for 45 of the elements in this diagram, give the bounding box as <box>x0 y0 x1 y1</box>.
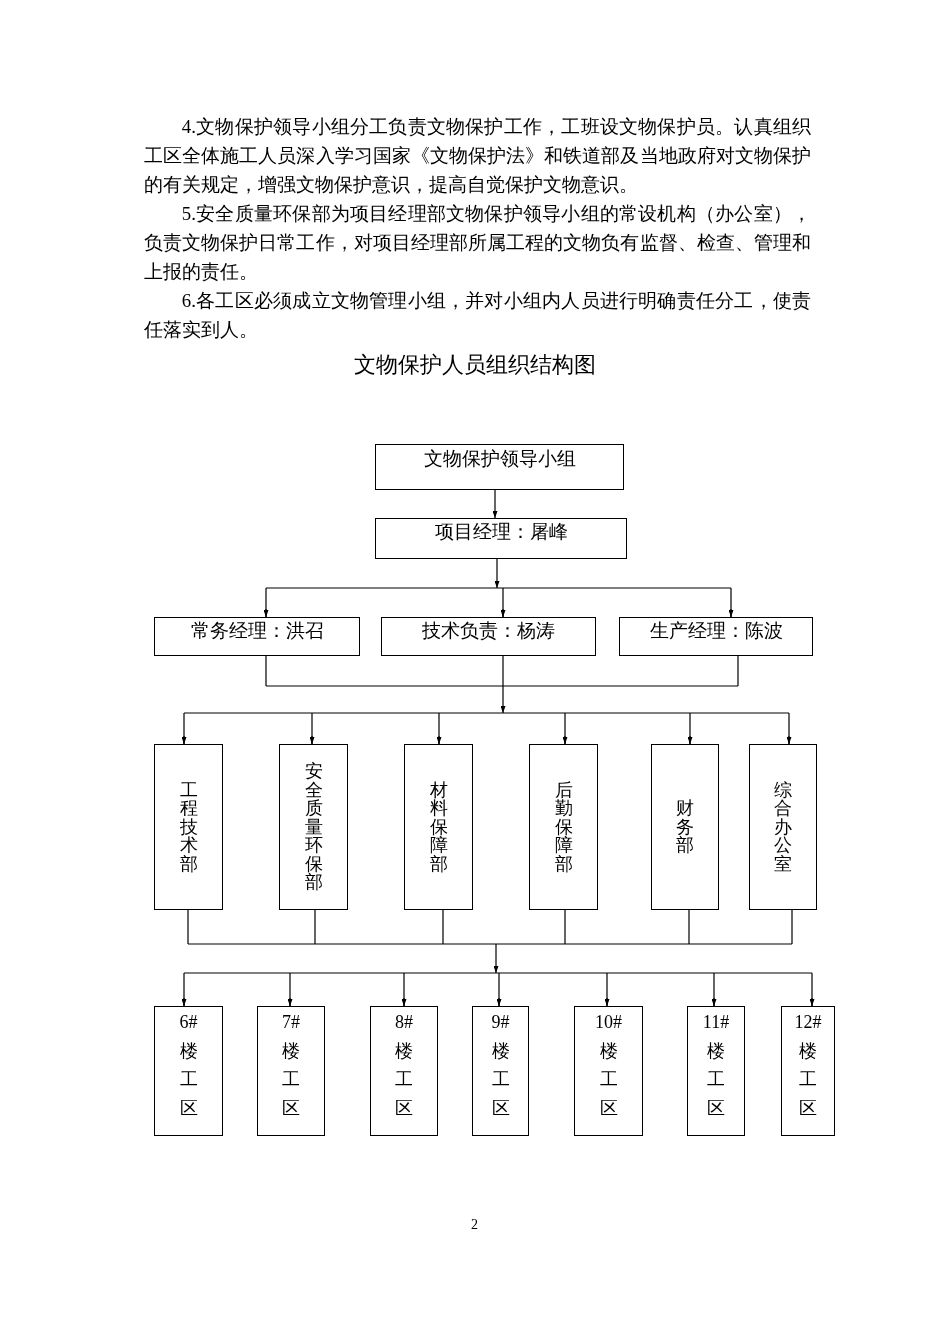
node-label: 常务经理：洪召 <box>190 620 324 642</box>
work-area-name: 11#楼工区 <box>702 1011 730 1121</box>
work-area-name: 7#楼工区 <box>282 1011 300 1121</box>
department-box <box>404 744 473 910</box>
work-area-name: 9#楼工区 <box>491 1011 510 1121</box>
work-area-box <box>574 1006 643 1136</box>
work-area-name: 10#楼工区 <box>595 1011 622 1121</box>
department-box <box>529 744 598 910</box>
work-area-box <box>257 1006 325 1136</box>
page-number: 2 <box>471 1216 478 1234</box>
paragraph: 6.各工区必须成立文物管理小组，并对小组内人员进行明确责任分工，使责任落实到人。 <box>144 289 811 342</box>
branching-arrow <box>181 909 815 1007</box>
department-name: 材料保障部 <box>429 780 448 874</box>
node-label: 项目经理：屠峰 <box>434 521 568 543</box>
node-label: 文物保护领导小组 <box>423 448 576 470</box>
org-box <box>381 617 596 656</box>
arrow <box>492 489 498 519</box>
work-area-box <box>370 1006 438 1136</box>
department-name: 安全质量环保部 <box>304 761 323 893</box>
org-box <box>154 617 360 656</box>
department-name: 综合办公室 <box>774 780 792 874</box>
diagram-title: 文物保护人员组织结构图 <box>354 351 596 379</box>
org-box <box>375 518 627 559</box>
branching-arrow <box>263 558 734 618</box>
branching-arrow <box>181 655 792 745</box>
node-label: 技术负责：杨涛 <box>422 620 555 642</box>
work-area-box <box>472 1006 529 1136</box>
work-area-box <box>687 1006 745 1136</box>
department-box <box>749 744 817 910</box>
work-area-name: 8#楼工区 <box>395 1011 413 1121</box>
work-area-box <box>781 1006 835 1136</box>
department-box <box>651 744 719 910</box>
department-box <box>279 744 348 910</box>
department-name: 工程技术部 <box>179 780 198 874</box>
work-area-box <box>154 1006 223 1136</box>
org-box <box>619 617 813 656</box>
paragraph: 5.安全质量环保部为项目经理部文物保护领导小组的常设机构（办公室），负责文物保护日常工作，对项目经理部所属工程的文物负有监督、检查、管理和上报的责任。 <box>144 202 811 284</box>
paragraph: 4.文物保护领导小组分工负责文物保护工作，工班设文物保护员。认真组织工区全体施工人员深入学习国家《文物保护法》和铁道部及当地政府对文物保护的有关规定，增强文物保护意识，提高自觉保护文物意识。 <box>144 115 811 197</box>
node-label: 生产经理：陈波 <box>649 620 783 642</box>
org-box <box>375 444 624 490</box>
work-area-name: 12#楼工区 <box>794 1011 822 1121</box>
department-name: 后勤保障部 <box>554 780 573 874</box>
work-area-name: 6#楼工区 <box>179 1011 198 1121</box>
department-name: 财务部 <box>676 799 694 855</box>
department-box <box>154 744 223 910</box>
